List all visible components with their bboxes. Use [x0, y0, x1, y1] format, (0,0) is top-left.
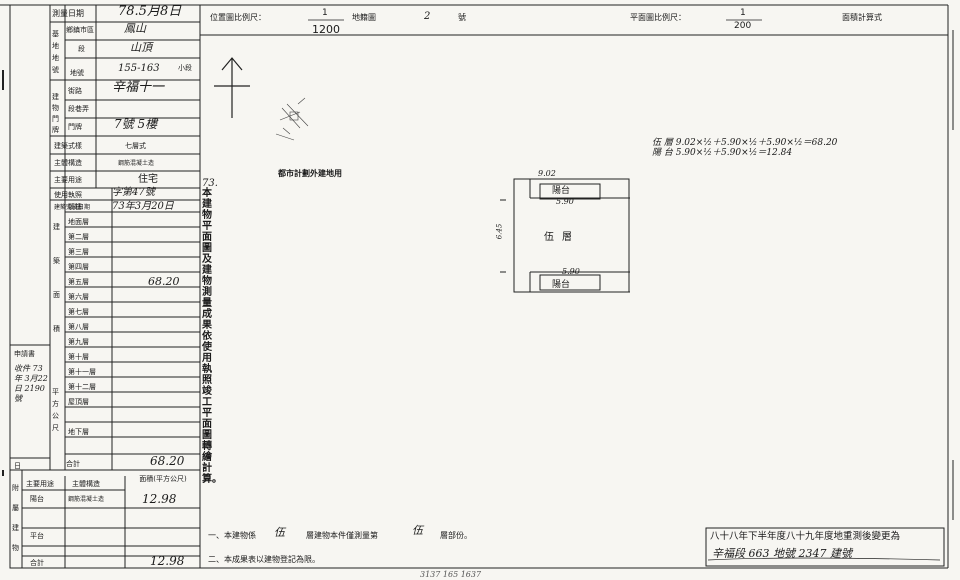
vertical-number: 73. — [202, 178, 218, 189]
plan-dim-left: 6.45 — [495, 223, 504, 240]
section-label: 段 — [78, 45, 85, 53]
area-calc-label: 面積計算式 — [842, 13, 882, 22]
license-value: 字第47號 — [112, 187, 155, 198]
bottom-scrawl: 3137 165 1637 — [420, 570, 482, 579]
use-label: 主要用途 — [54, 176, 82, 184]
license-label: 使用執照 — [54, 191, 82, 199]
stamp-line-1: 八十八年下半年度八十九年度地重測後變更為 — [710, 531, 901, 542]
floor-name: 騎樓 — [68, 203, 82, 211]
use-value: 住宅 — [138, 174, 158, 185]
map-sheet-label: 地籍圖 — [352, 13, 376, 22]
map-sheet-value: 2 — [424, 11, 431, 22]
structure-label: 主體構造 — [54, 159, 82, 167]
note-1-e: 層部份。 — [440, 531, 472, 540]
floor-name: 第十層 — [68, 353, 89, 361]
plan-dim-mid: 5.90 — [556, 197, 574, 206]
plan-scale-num: 1 — [740, 8, 746, 18]
attached-title: 附屬建物 — [12, 484, 19, 552]
floor-name: 地面層 — [68, 218, 89, 226]
floor-name: 第五層 — [68, 278, 89, 286]
attached-use: 平台 — [30, 532, 44, 540]
location-scale-num: 1 — [322, 8, 328, 18]
plan-dim-bottom: 5.90 — [562, 267, 580, 276]
plan-balcony-bottom: 陽台 — [552, 280, 571, 290]
note-1-d: 伍 — [412, 524, 423, 537]
floor-name: 地下層 — [68, 428, 89, 436]
north-arrow-icon — [214, 57, 250, 118]
location-caption: 都市計劃外建地用 — [278, 169, 342, 178]
floor-plan-drawing — [500, 178, 630, 293]
structure-value: 鋼筋混凝土造 — [118, 160, 155, 167]
floor-name: 第六層 — [68, 293, 89, 301]
floor-name: 第九層 — [68, 338, 89, 346]
attached-use: 陽台 — [30, 495, 44, 503]
attached-total-label: 合計 — [30, 559, 44, 567]
style-value: 七層式 — [125, 142, 146, 150]
subsection-label: 小段 — [178, 64, 192, 72]
plan-scale-label: 平面圖比例尺： — [630, 13, 686, 22]
attached-total-value: 12.98 — [150, 554, 185, 568]
plot-value: 155-163 — [118, 63, 160, 74]
floor-name: 第十一層 — [68, 368, 96, 376]
applicant-note: 收件 73年 3月22日 2190號 — [14, 364, 48, 403]
note-1-b: 伍 — [274, 526, 285, 539]
plot-label: 地號 — [70, 69, 84, 77]
note-2: 二、本成果表以建物登記為限。 — [208, 555, 320, 564]
floor-name: 第十二層 — [68, 383, 96, 391]
lane-label: 段巷弄 — [68, 105, 89, 113]
floor-area: 68.20 — [148, 275, 180, 288]
completion-label: 建築完成日期 — [54, 204, 91, 211]
floor-name: 第八層 — [68, 323, 89, 331]
attached-area-label: 面積(平方公尺) — [139, 475, 187, 483]
survey-date-value: 78.5月8日 — [118, 4, 182, 19]
location-scale-label: 位置圖比例尺： — [210, 13, 266, 22]
district-label: 鄉鎮市區 — [66, 26, 94, 34]
note-1-c: 層建物本件僅測量第 — [306, 531, 378, 540]
building-door-label: 建物門牌 — [52, 93, 59, 134]
street-label: 街路 — [68, 87, 82, 95]
location-scale-den: 1200 — [312, 23, 340, 36]
floor-name: 第三層 — [68, 248, 89, 256]
plan-balcony-top: 陽台 — [552, 186, 571, 196]
attached-area: 12.98 — [142, 492, 177, 506]
door-label: 門牌 — [68, 123, 82, 131]
area-unit: 平方公尺 — [52, 388, 59, 432]
date-short-label: 日 — [14, 462, 21, 470]
vertical-note: 本建物平面圖及建物測量成果依使用執照竣工平面圖轉繪計算。 — [202, 188, 222, 485]
street-value: 辛福十一 — [112, 80, 165, 95]
door-value: 7號 5樓 — [114, 117, 158, 131]
stamp-line-2: 辛福段 663 地號 2347 建號 — [712, 547, 852, 560]
total-label: 合計 — [66, 460, 80, 468]
attached-use-label: 主要用途 — [26, 480, 54, 488]
survey-date-label: 測量日期 — [52, 9, 84, 18]
floor-name: 屋頂層 — [68, 398, 89, 406]
plan-floor-label: 伍層 — [544, 232, 580, 243]
plan-dim-top: 9.02 — [538, 169, 556, 178]
map-sheet-suffix: 號 — [458, 13, 466, 22]
calc-line-2: 陽 台 5.90×½＋5.90×½＝12.84 — [652, 148, 793, 158]
applicant-label: 申請書 — [14, 350, 35, 358]
section-value: 山頂 — [130, 41, 152, 54]
attached-structure-label: 主體構造 — [72, 480, 100, 488]
floor-name: 第七層 — [68, 308, 89, 316]
calc-line-1: 伍 層 9.02×½＋5.90×½＋5.90×½＝68.20 — [652, 138, 838, 148]
completion-value: 73年3月20日 — [112, 201, 174, 212]
site-label: 基地地號 — [52, 30, 59, 74]
district-value: 鳳山 — [124, 22, 146, 35]
style-label: 建築式樣 — [54, 142, 82, 150]
plan-scale-den: 200 — [734, 21, 752, 31]
note-1-a: 一、本建物係 — [208, 531, 256, 540]
location-sketch — [275, 97, 309, 141]
floor-name: 第四層 — [68, 263, 89, 271]
attached-structure: 鋼筋混凝土造 — [68, 496, 105, 503]
total-value: 68.20 — [150, 454, 185, 468]
floors-label: 建築面積 — [53, 223, 60, 333]
floor-name: 第二層 — [68, 233, 89, 241]
